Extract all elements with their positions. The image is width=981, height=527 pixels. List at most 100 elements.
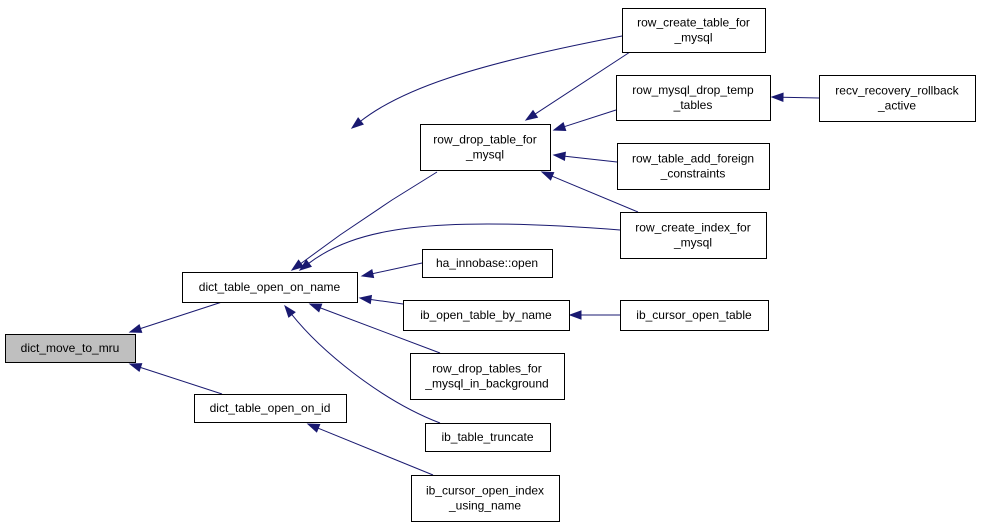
node-box[interactable] <box>620 212 767 259</box>
node-box[interactable] <box>425 423 551 452</box>
node-dict_move_to_mru[interactable]: dict_move_to_mru <box>5 334 136 363</box>
edge-arrowhead <box>284 304 296 318</box>
node-label: dict_table_open_on_name <box>199 280 341 294</box>
edge-dict_table_open_on_name-to-dict_move_to_mru <box>128 301 223 333</box>
edge-arrowhead <box>360 268 375 279</box>
edge-arrowhead <box>350 117 364 129</box>
node-row_drop_table_for_mysql[interactable]: row_drop_table_for_mysql <box>420 124 551 171</box>
node-recv_recovery_rollback_active[interactable]: recv_recovery_rollback_active <box>819 75 976 122</box>
edge-line <box>317 427 434 476</box>
node-label: ha_innobase::open <box>436 256 538 270</box>
node-label: row_drop_table_for <box>433 133 536 147</box>
node-label: dict_move_to_mru <box>21 341 120 355</box>
node-label: _active <box>877 99 916 113</box>
node-label: _mysql_in_background <box>424 377 548 391</box>
node-ib_open_table_by_name[interactable]: ib_open_table_by_name <box>403 300 570 331</box>
edge-line <box>563 155 618 163</box>
node-box[interactable] <box>620 300 769 331</box>
node-box[interactable] <box>422 249 553 278</box>
edge-arrowhead <box>524 109 539 121</box>
node-box[interactable] <box>617 143 770 190</box>
node-ib_table_truncate[interactable]: ib_table_truncate <box>425 423 551 452</box>
edge-arrowhead <box>306 423 321 433</box>
node-box[interactable] <box>194 394 347 423</box>
node-box[interactable] <box>182 272 358 303</box>
edge-line <box>371 262 423 275</box>
edge-dict_table_open_on_id-to-dict_move_to_mru <box>128 363 223 395</box>
node-ib_cursor_open_index_using_name[interactable]: ib_cursor_open_index_using_name <box>411 475 560 522</box>
edge-line <box>551 175 639 213</box>
node-box[interactable] <box>5 334 136 363</box>
edge-arrowhead <box>298 259 313 271</box>
edge-line <box>139 366 223 395</box>
edge-row_create_index_for_mysql-to-row_drop_table_for_mysql <box>540 171 639 213</box>
node-label: row_table_add_foreign <box>632 152 754 166</box>
edge-line <box>534 51 631 115</box>
edge-line <box>139 301 223 330</box>
edge-arrowhead <box>540 171 555 181</box>
node-label: ib_cursor_open_index <box>426 484 544 498</box>
edge-ib_open_table_by_name-to-dict_table_open_on_name <box>358 294 404 305</box>
edge-line <box>299 171 438 265</box>
node-box[interactable] <box>616 75 771 121</box>
node-box[interactable] <box>819 75 976 122</box>
edge-row_drop_table_for_mysql-to-dict_table_open_on_name <box>290 171 438 271</box>
node-row_mysql_drop_temp_tables[interactable]: row_mysql_drop_temp_tables <box>616 75 771 121</box>
node-label: row_create_table_for <box>637 16 750 30</box>
node-label: ib_table_truncate <box>441 430 533 444</box>
node-ib_cursor_open_table[interactable]: ib_cursor_open_table <box>620 300 769 331</box>
edge-arrowhead <box>128 363 143 373</box>
edge-arrowhead <box>552 151 566 161</box>
node-label: ib_open_table_by_name <box>420 308 552 322</box>
node-box[interactable] <box>622 8 766 53</box>
node-box[interactable] <box>420 124 551 171</box>
edge-line <box>359 35 623 123</box>
edge-arrowhead <box>568 310 582 320</box>
nodes: dict_move_to_mru dict_table_open_on_named… <box>5 8 976 522</box>
node-label: _mysql <box>673 31 712 45</box>
node-label: dict_table_open_on_id <box>210 401 331 415</box>
node-box[interactable] <box>403 300 570 331</box>
edge-ib_cursor_open_table-to-ib_open_table_by_name <box>568 310 620 320</box>
node-row_create_table_for_mysql[interactable]: row_create_table_for_mysql <box>622 8 766 53</box>
edge-ib_table_truncate-to-dict_table_open_on_name <box>284 304 441 424</box>
edge-line <box>781 96 820 99</box>
edge-line <box>369 298 404 305</box>
node-dict_table_open_on_name[interactable]: dict_table_open_on_name <box>182 272 358 303</box>
edge-row_mysql_drop_temp_tables-to-row_drop_table_for_mysql <box>552 109 617 131</box>
edge-recv_recovery_rollback_active-to-row_mysql_drop_temp_tables <box>770 92 820 102</box>
node-box[interactable] <box>410 353 565 400</box>
node-row_table_add_foreign_constraints[interactable]: row_table_add_foreign_constraints <box>617 143 770 190</box>
edge-row_table_add_foreign_constraints-to-row_drop_table_for_mysql <box>552 151 618 163</box>
node-ha_innobase_open[interactable]: ha_innobase::open <box>422 249 553 278</box>
edge-arrowhead <box>290 259 305 271</box>
node-label: _constraints <box>660 167 726 181</box>
edge-line <box>307 223 621 265</box>
node-label: _using_name <box>448 499 521 513</box>
node-label: ib_cursor_open_table <box>636 308 752 322</box>
edge-ha_innobase_open-to-dict_table_open_on_name <box>360 262 423 279</box>
node-label: row_create_index_for <box>635 221 750 235</box>
node-label: recv_recovery_rollback <box>835 84 959 98</box>
edge-line <box>563 109 617 128</box>
node-label: row_mysql_drop_temp <box>632 83 754 97</box>
edge-row_drop_tables_for_mysql_in_background-to-dict_table_open_on_name <box>308 303 441 354</box>
edge-arrowhead <box>128 323 143 333</box>
edge-line <box>290 313 441 424</box>
node-row_create_index_for_mysql[interactable]: row_create_index_for_mysql <box>620 212 767 259</box>
node-box[interactable] <box>411 475 560 522</box>
node-label: _mysql <box>465 148 504 162</box>
node-label: _mysql <box>673 236 712 250</box>
node-row_drop_tables_for_mysql_in_background[interactable]: row_drop_tables_for_mysql_in_background <box>410 353 565 400</box>
node-label: _tables <box>673 98 713 112</box>
edge-line <box>319 307 441 354</box>
node-label: row_drop_tables_for <box>432 362 541 376</box>
edge-row_create_table_for_mysql-to-dict_table_open_on_name <box>350 35 623 129</box>
node-dict_table_open_on_id[interactable]: dict_table_open_on_id <box>194 394 347 423</box>
edge-ib_cursor_open_index_using_name-to-dict_table_open_on_id <box>306 423 434 476</box>
edge-row_create_table_for_mysql-to-row_drop_table_for_mysql <box>524 51 631 121</box>
edges <box>128 35 820 476</box>
edge-arrowhead <box>358 294 373 305</box>
edge-arrowhead <box>770 92 784 102</box>
